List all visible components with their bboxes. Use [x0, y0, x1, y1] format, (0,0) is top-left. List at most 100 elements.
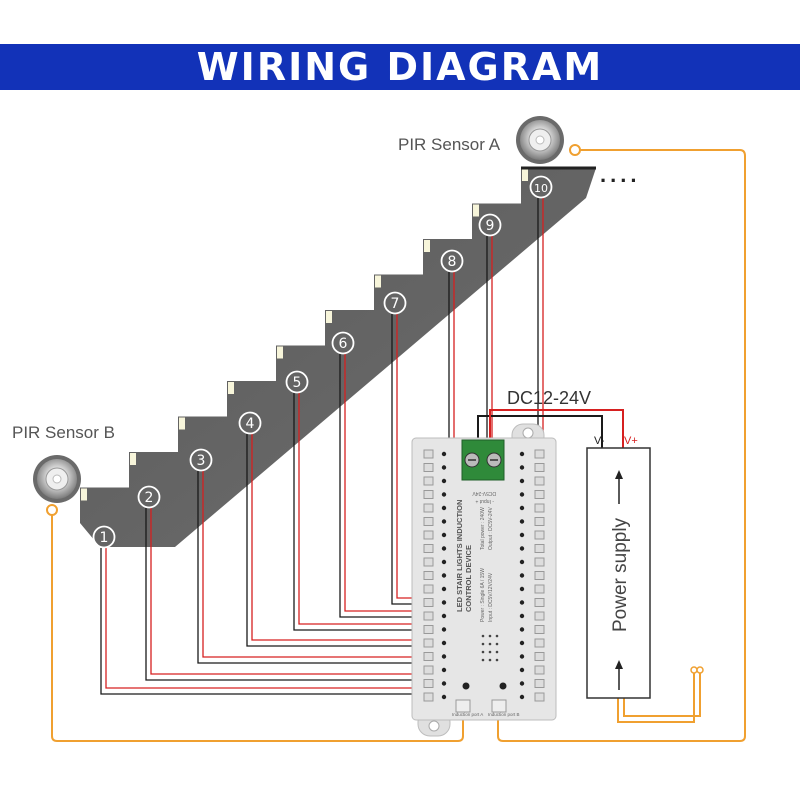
- left-terminal-screw: [441, 640, 447, 646]
- left-terminal: [423, 571, 434, 580]
- step-number: 1: [100, 530, 109, 546]
- right-terminal-screw: [519, 546, 525, 551]
- right-terminal-screw: [519, 654, 525, 659]
- right-terminal: [534, 571, 545, 580]
- step-wire-6: [339, 354, 426, 618]
- right-terminal-screw: [519, 559, 525, 565]
- led-strip: [81, 488, 87, 501]
- left-terminal-screw: [441, 681, 447, 686]
- left-terminal: [423, 463, 434, 472]
- device-spec-power: Power : Single 6A / 15W: [480, 568, 486, 622]
- left-terminal-screw: [441, 694, 447, 700]
- power-output-wire: [617, 672, 695, 723]
- step-circle: [331, 331, 355, 355]
- power-input-wires: [477, 409, 624, 448]
- step-number: 9: [486, 218, 495, 234]
- device-input-label: DC5V-24V: [472, 490, 496, 496]
- step-circle: [529, 175, 553, 199]
- left-terminal: [423, 517, 434, 526]
- led-strip: [179, 417, 185, 430]
- led-strip: [473, 204, 479, 217]
- voltage-label: DC12-24V: [507, 388, 591, 408]
- right-terminal: [534, 476, 545, 486]
- left-terminal-screw: [441, 519, 447, 524]
- right-terminal: [534, 598, 545, 607]
- led-strip: [228, 382, 234, 394]
- left-terminal: [423, 598, 434, 607]
- sensor-b-label: PIR Sensor B: [12, 423, 115, 442]
- right-terminal: [534, 463, 545, 472]
- left-terminal: [423, 530, 434, 540]
- right-terminal: [534, 679, 545, 688]
- right-terminal: [534, 449, 545, 459]
- right-terminal: [534, 490, 545, 499]
- left-terminal: [423, 476, 434, 486]
- step-circle: [238, 411, 262, 435]
- left-terminal: [423, 652, 434, 661]
- step-circle: [383, 291, 407, 315]
- step-circle: [189, 448, 213, 472]
- step-label-8: 8: [440, 249, 464, 273]
- right-terminal: [534, 611, 545, 621]
- right-terminal-screw: [519, 492, 525, 497]
- left-terminal-screw: [441, 667, 447, 673]
- led-strip: [375, 275, 381, 288]
- step-number: 6: [339, 336, 348, 352]
- left-terminal-screw: [441, 465, 447, 470]
- step-wire-3: [197, 471, 426, 664]
- right-terminal-screw: [519, 627, 525, 632]
- right-terminal: [534, 665, 545, 675]
- step-number: 5: [293, 375, 302, 391]
- right-terminal-screw: [519, 451, 525, 457]
- right-terminal: [534, 544, 545, 553]
- right-terminal-screw: [519, 600, 525, 605]
- right-terminal: [534, 625, 545, 634]
- step-number: 4: [246, 416, 255, 432]
- left-terminal-screw: [441, 451, 447, 457]
- left-terminal: [423, 584, 434, 594]
- induction-port-a: [455, 699, 471, 713]
- induction-port-a-label: Induction port A: [452, 712, 483, 717]
- step-wire-4: [246, 434, 426, 647]
- induction-port-b: [491, 699, 507, 713]
- step-number: 3: [197, 453, 206, 469]
- dip-switch-dots: [481, 634, 499, 662]
- right-terminal-screw: [519, 667, 525, 673]
- output-connector-b: [696, 666, 704, 674]
- left-terminal: [423, 490, 434, 499]
- pir-sensor-b: [33, 455, 81, 503]
- led-strip: [326, 311, 332, 323]
- step-number: 8: [448, 254, 457, 270]
- right-terminal: [534, 584, 545, 594]
- left-terminal-screw: [441, 505, 447, 511]
- step-number: 2: [145, 490, 154, 506]
- right-terminal-screw: [519, 465, 525, 470]
- device-spec-total: Total power : 240W: [480, 507, 486, 550]
- left-terminal-screw: [441, 600, 447, 605]
- left-terminal: [423, 665, 434, 675]
- step-number: 10: [534, 182, 548, 195]
- left-terminal-screw: [441, 478, 447, 484]
- continuation-dots: ....: [600, 162, 640, 187]
- device-spec-output: Output : DC5V-24V: [488, 507, 494, 550]
- right-terminal-screw: [519, 478, 525, 484]
- power-output-wire-2: [623, 672, 701, 717]
- indicator-hole-a: [462, 682, 470, 690]
- left-terminal: [423, 544, 434, 553]
- page-title: WIRING DIAGRAM: [196, 45, 604, 89]
- step-label-7: 7: [383, 291, 407, 315]
- left-terminal: [423, 638, 434, 648]
- right-terminal-screw: [519, 681, 525, 686]
- led-strip: [522, 169, 528, 181]
- step-label-5: 5: [285, 370, 309, 394]
- step-label-9: 9: [478, 213, 502, 237]
- control-device: LED STAIR LIGHTS INDUCTION CONTROL DEVIC…: [411, 423, 557, 737]
- left-terminal-screw: [441, 532, 447, 538]
- led-strip: [277, 346, 283, 359]
- indicator-hole-b: [499, 682, 507, 690]
- right-terminal-screw: [519, 532, 525, 538]
- left-terminal: [423, 449, 434, 459]
- left-terminal-screw: [441, 613, 447, 619]
- sensor-a-connector: [569, 144, 581, 156]
